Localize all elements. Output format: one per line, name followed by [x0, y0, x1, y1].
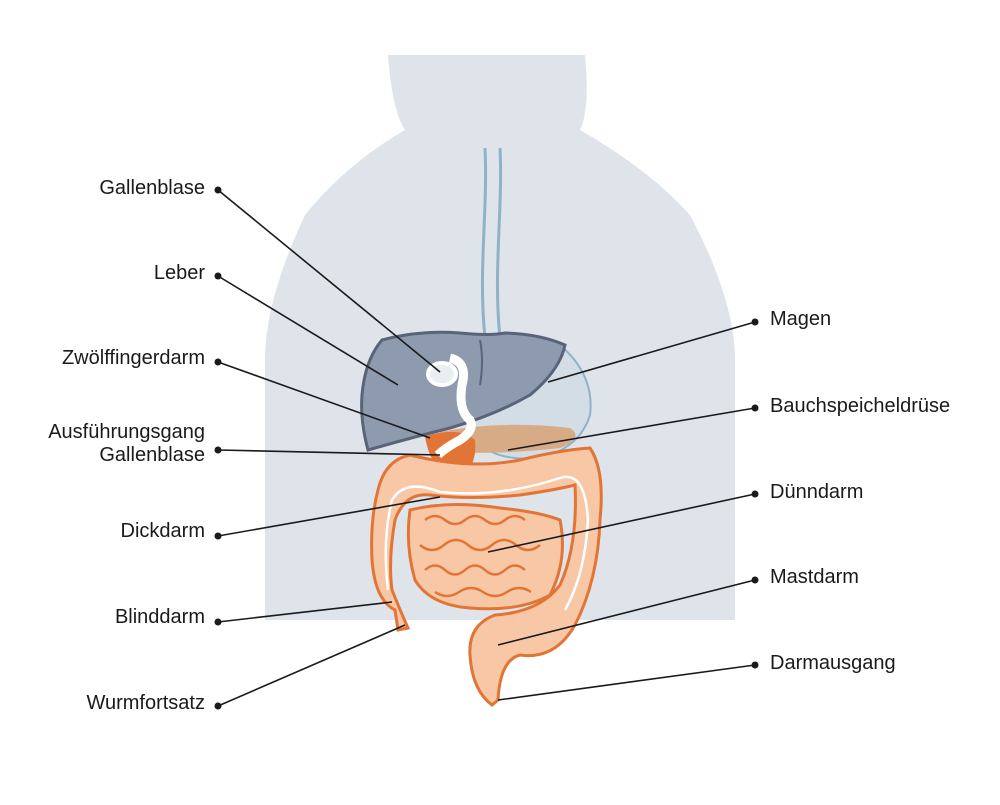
leader-dot [751, 318, 759, 326]
leader-ausfuehrungsgang [214, 446, 441, 456]
leader-wurmfortsatz [214, 624, 406, 710]
small-intestine-coil [424, 564, 526, 576]
leader-dickdarm [214, 496, 441, 540]
leader-dot [751, 490, 759, 498]
label-zwoelffingerdarm: Zwölffingerdarm [61, 347, 205, 369]
label-ausfuehrungsgang-line2: Gallenblase [99, 444, 205, 466]
label-dickdarm: Dickdarm [120, 520, 205, 542]
leader-dot [751, 661, 759, 669]
leader-dot [751, 576, 759, 584]
label-ausfuehrungsgang-gallenblase: Ausführungsgang Gallenblase [48, 421, 205, 467]
label-wurmfortsatz: Wurmfortsatz [86, 692, 205, 714]
leader-dot [214, 186, 222, 194]
leader-gallenblase [214, 186, 441, 373]
leader-blinddarm [214, 601, 393, 626]
label-bauchspeicheldruese: Bauchspeicheldrüse [770, 395, 951, 417]
label-duenndarm: Dünndarm [770, 481, 864, 503]
leader-dot [214, 272, 222, 280]
leader-dot [214, 358, 222, 366]
label-leber: Leber [153, 262, 205, 284]
label-mastdarm: Mastdarm [770, 566, 859, 588]
small-intestine-coil [434, 586, 532, 598]
label-magen: Magen [770, 308, 832, 330]
leader-dot [214, 618, 222, 626]
leader-lines [214, 186, 759, 710]
small-intestine [406, 502, 564, 611]
colon-highlight [384, 475, 590, 611]
small-intestine-coils [419, 514, 541, 598]
leader-leber [214, 272, 399, 386]
small-intestine-coil [419, 538, 541, 552]
label-blinddarm: Blinddarm [114, 606, 205, 628]
leader-dot [214, 702, 222, 710]
label-darmausgang: Darmausgang [770, 652, 896, 674]
small-intestine-coil [424, 514, 526, 526]
leader-duenndarm [487, 490, 759, 553]
leader-darmausgang [497, 661, 759, 701]
leader-mastdarm [497, 576, 759, 646]
leader-bauchspeicheldruese [507, 404, 759, 451]
leader-dot [751, 404, 759, 412]
leader-zwoelffingerdarm [214, 358, 431, 439]
label-ausfuehrungsgang-line1: Ausführungsgang [48, 421, 205, 443]
leader-magen [547, 318, 759, 383]
label-gallenblase: Gallenblase [99, 177, 205, 199]
esophagus [480, 147, 503, 339]
liver-fissure [479, 339, 483, 386]
leader-dot [214, 446, 222, 454]
leader-dot [214, 532, 222, 540]
